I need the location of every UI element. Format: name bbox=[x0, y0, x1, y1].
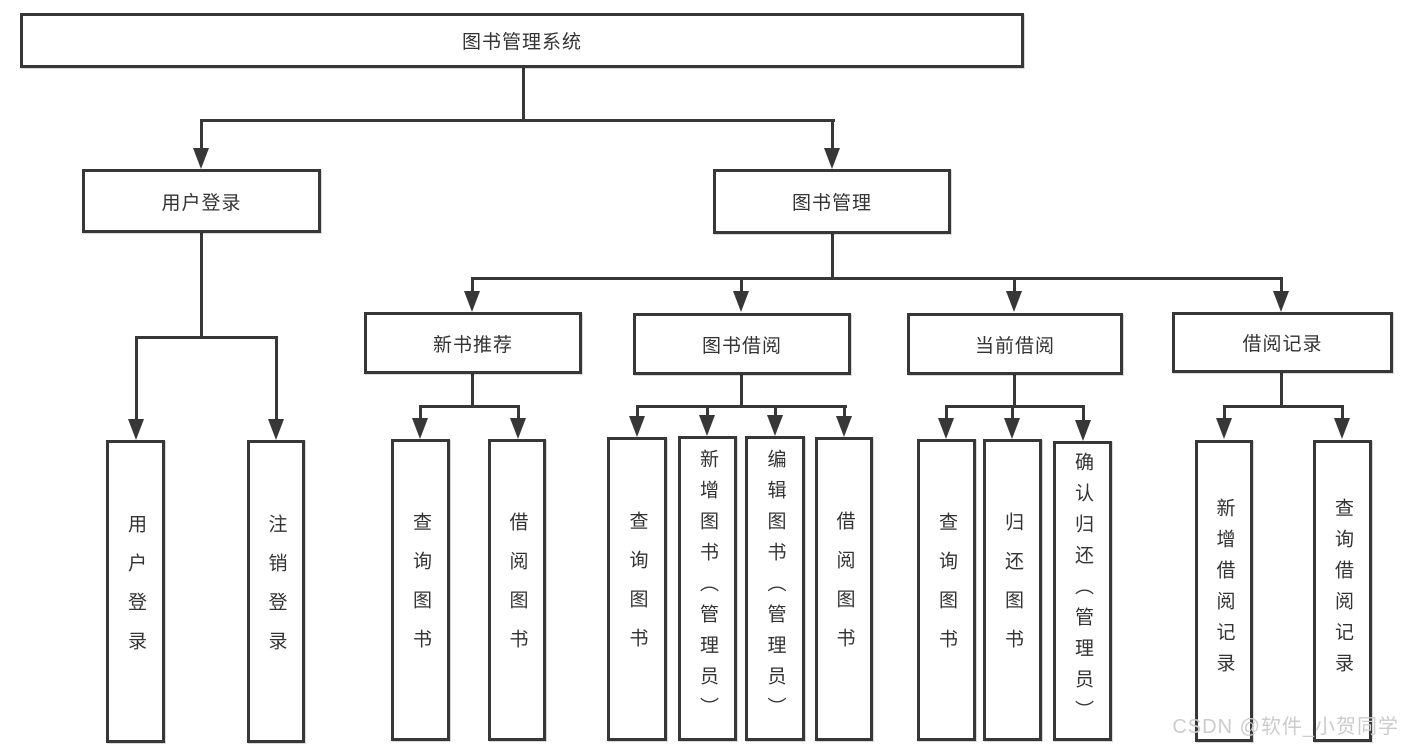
arrowhead-down-icon bbox=[128, 419, 144, 440]
node-current-borrow: 当前借阅 bbox=[907, 313, 1123, 375]
leaf-br-add-record-label: 新增借阅记录 bbox=[1213, 498, 1235, 684]
arrowhead-down-icon bbox=[1075, 420, 1091, 441]
connector-drop bbox=[740, 277, 743, 295]
connector-drop bbox=[517, 405, 520, 421]
arrowhead-down-icon bbox=[1273, 291, 1289, 312]
arrowhead-down-icon bbox=[733, 291, 749, 312]
arrowhead-down-icon bbox=[699, 415, 715, 436]
connector-drop bbox=[706, 405, 709, 419]
leaf-bb-borrow-books-label: 借阅图书 bbox=[833, 511, 855, 667]
node-current-borrow-label: 当前借阅 bbox=[974, 335, 1055, 357]
connector-records-trunk bbox=[1280, 373, 1283, 408]
leaf-nb-query-books: 查询图书 bbox=[391, 439, 450, 741]
leaf-cb-query-books-label: 查询图书 bbox=[936, 512, 957, 668]
leaf-nb-borrow-books-label: 借阅图书 bbox=[506, 512, 528, 668]
leaf-cb-confirm-return-admin: 确认归还（管理员） bbox=[1053, 441, 1112, 741]
leaf-cb-return-books: 归还图书 bbox=[983, 439, 1042, 741]
connector-drop bbox=[774, 405, 777, 419]
leaf-bb-add-books-admin: 新增图书（管理员） bbox=[678, 436, 737, 741]
connector-current-bar bbox=[945, 405, 1085, 408]
node-book-borrow-label: 图书借阅 bbox=[701, 335, 782, 357]
connector-drop bbox=[1082, 405, 1085, 421]
arrowhead-down-icon bbox=[629, 416, 645, 437]
leaf-bb-query-books-label: 查询图书 bbox=[626, 511, 648, 667]
node-user-login-label: 用户登录 bbox=[161, 192, 242, 214]
connector-current-trunk bbox=[1013, 375, 1016, 408]
arrowhead-down-icon bbox=[938, 418, 954, 439]
leaf-bb-add-books-admin-label: 新增图书（管理员） bbox=[697, 449, 718, 728]
connector-drop bbox=[843, 405, 846, 419]
arrowhead-down-icon bbox=[510, 418, 526, 439]
connector-drop bbox=[471, 277, 474, 295]
arrowhead-down-icon bbox=[1334, 418, 1350, 439]
connector-drop bbox=[135, 336, 138, 424]
leaf-nb-borrow-books: 借阅图书 bbox=[488, 439, 546, 741]
arrowhead-down-icon bbox=[412, 418, 428, 439]
arrowhead-down-icon bbox=[268, 419, 284, 440]
leaf-bb-query-books: 查询图书 bbox=[607, 437, 667, 741]
leaf-bb-borrow-books: 借阅图书 bbox=[815, 437, 873, 741]
arrowhead-down-icon bbox=[1004, 418, 1020, 439]
connector-root-trunk bbox=[522, 66, 525, 122]
leaf-cb-return-books-label: 归还图书 bbox=[1002, 512, 1023, 668]
connector-level2-bar bbox=[200, 119, 835, 122]
leaf-logout: 注销登录 bbox=[247, 440, 305, 743]
node-new-book-rec-label: 新书推荐 bbox=[432, 334, 513, 356]
node-root-label: 图书管理系统 bbox=[461, 32, 582, 53]
arrowhead-down-icon bbox=[824, 148, 840, 169]
node-new-book-rec: 新书推荐 bbox=[364, 312, 582, 374]
connector-drop bbox=[200, 119, 203, 155]
connector-drop bbox=[831, 119, 834, 155]
arrowhead-down-icon bbox=[1006, 291, 1022, 312]
node-borrow-records: 借阅记录 bbox=[1172, 312, 1393, 373]
node-book-borrow: 图书借阅 bbox=[633, 313, 851, 375]
leaf-bb-edit-books-admin-label: 编辑图书（管理员） bbox=[764, 449, 786, 728]
connector-drop bbox=[419, 405, 422, 421]
connector-newbook-trunk bbox=[471, 374, 474, 408]
arrowhead-down-icon bbox=[767, 415, 783, 436]
node-book-mgmt-label: 图书管理 bbox=[791, 193, 872, 214]
connector-records-bar bbox=[1223, 405, 1344, 408]
connector-drop bbox=[1013, 277, 1016, 295]
leaf-cb-query-books: 查询图书 bbox=[917, 439, 976, 741]
leaf-user-login-label: 用户登录 bbox=[125, 513, 146, 670]
leaf-bb-edit-books-admin: 编辑图书（管理员） bbox=[745, 436, 805, 741]
node-root: 图书管理系统 bbox=[20, 13, 1024, 68]
node-book-mgmt: 图书管理 bbox=[713, 169, 951, 234]
leaf-br-query-record-label: 查询借阅记录 bbox=[1332, 498, 1353, 684]
connector-newbook-bar bbox=[419, 405, 520, 408]
connector-drop bbox=[1280, 277, 1283, 295]
node-user-login: 用户登录 bbox=[82, 169, 321, 233]
leaf-logout-label: 注销登录 bbox=[265, 513, 287, 670]
connector-drop bbox=[275, 336, 278, 424]
connector-drop bbox=[1011, 405, 1014, 421]
connector-drop bbox=[945, 405, 948, 421]
csdn-watermark: CSDN @软件_小贺同学 bbox=[1172, 716, 1399, 738]
leaf-cb-confirm-return-admin-label: 确认归还（管理员） bbox=[1072, 451, 1093, 731]
connector-borrow-bar bbox=[636, 405, 847, 408]
connector-bookmgmt-trunk bbox=[831, 233, 834, 280]
arrowhead-down-icon bbox=[193, 148, 209, 169]
connector-level3-bar bbox=[471, 277, 1283, 280]
leaf-user-login: 用户登录 bbox=[106, 440, 165, 743]
connector-drop bbox=[1223, 405, 1226, 421]
connector-userlogin-trunk bbox=[200, 233, 203, 339]
leaf-nb-query-books-label: 查询图书 bbox=[410, 512, 431, 668]
arrowhead-down-icon bbox=[836, 416, 852, 437]
connector-userlogin-bar bbox=[135, 336, 278, 339]
connector-borrow-trunk bbox=[740, 375, 743, 408]
leaf-br-query-record: 查询借阅记录 bbox=[1313, 440, 1372, 742]
arrowhead-down-icon bbox=[464, 291, 480, 312]
node-borrow-records-label: 借阅记录 bbox=[1242, 334, 1323, 355]
connector-drop bbox=[1341, 405, 1344, 421]
leaf-br-add-record: 新增借阅记录 bbox=[1195, 440, 1253, 742]
arrowhead-down-icon bbox=[1216, 418, 1232, 439]
connector-drop bbox=[636, 405, 639, 419]
